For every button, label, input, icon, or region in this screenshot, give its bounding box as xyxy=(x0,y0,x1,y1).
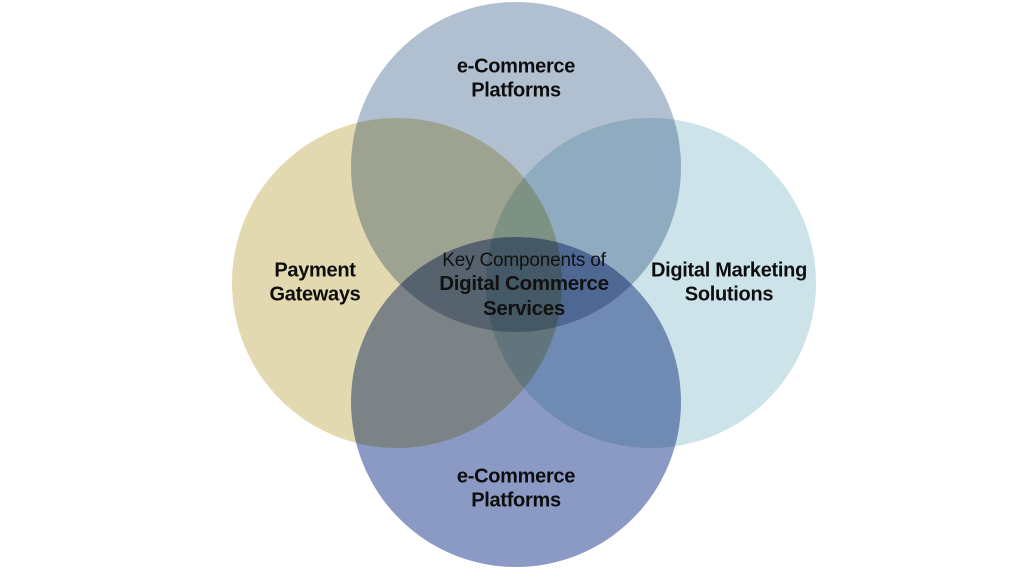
venn-circle-group xyxy=(232,2,816,567)
venn-circle-bottom[interactable] xyxy=(351,237,681,567)
